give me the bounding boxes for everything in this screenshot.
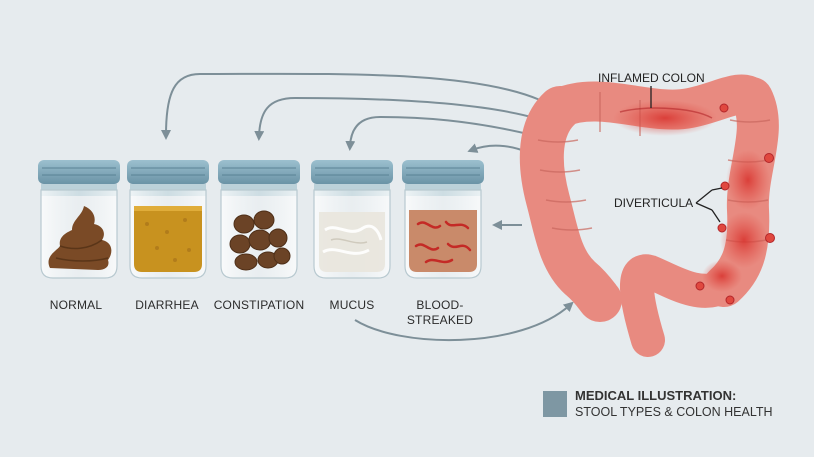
flow-arrows [161,72,574,342]
diverticula-leader [695,187,723,223]
sigmoid-colon [620,254,741,357]
colon [519,74,779,357]
arrow-to-constipation [345,115,533,151]
leader-lines [650,86,723,223]
stool-constipation [229,210,291,271]
arrow-return [354,301,574,342]
ascending-colon [519,86,622,322]
jar-blood-streaked [402,160,484,279]
stool-normal [48,206,112,270]
arrow-to-normal [161,72,541,140]
jar-label-mucus: MUCUS [329,298,375,312]
jar-label-diarrhea: DIARRHEA [135,298,199,312]
legend-title: MEDICAL ILLUSTRATION: [575,388,737,403]
label-diverticula: DIVERTICULA [614,196,694,210]
arrow-to-mucus [467,143,528,153]
jar-label-blood-streaked: BLOOD-STREAKED [406,298,474,327]
legend-subtitle: STOOL TYPES & COLON HEALTH [575,405,773,419]
stool-diarrhea [134,208,202,272]
label-inflamed-colon: INFLAMED COLON [598,71,705,85]
arrow-to-diarrhea [254,96,536,141]
jar-diarrhea [127,160,209,279]
legend: MEDICAL ILLUSTRATION: STOOL TYPES & COLO… [543,388,773,420]
jar-mucus [311,160,393,279]
jar-label-constipation: CONSTIPATION [213,298,305,312]
legend-swatch [543,391,567,417]
jar-label-normal: NORMAL [49,298,103,312]
jar-constipation [218,160,300,279]
inflamed-segment [613,100,717,136]
jars [38,160,484,279]
legend-text: MEDICAL ILLUSTRATION: STOOL TYPES & COLO… [575,388,773,420]
diverticula-pouches [695,103,775,305]
jar-normal [38,160,120,279]
